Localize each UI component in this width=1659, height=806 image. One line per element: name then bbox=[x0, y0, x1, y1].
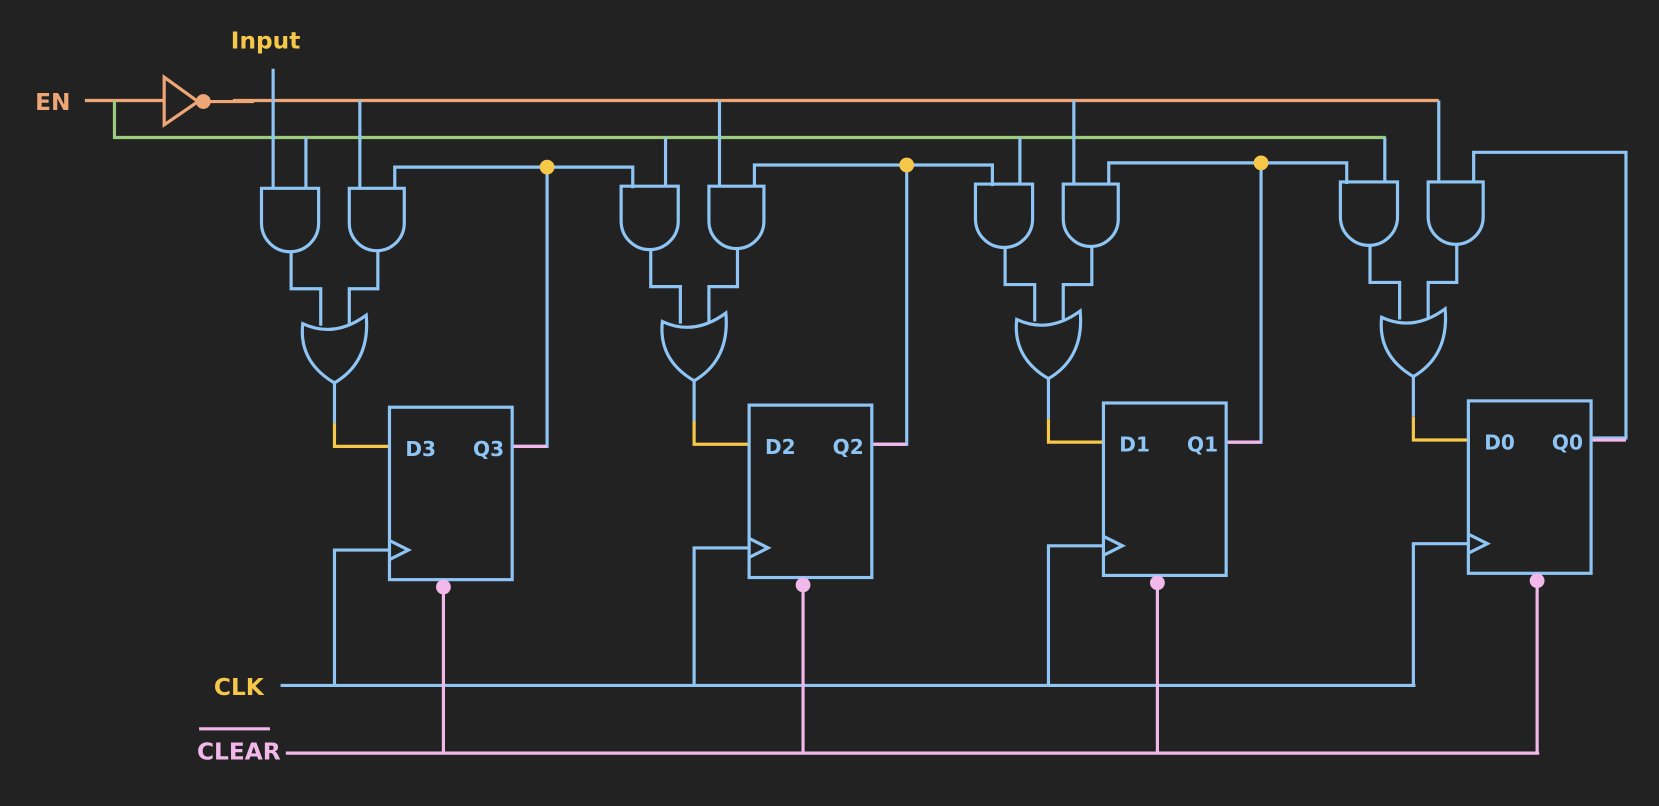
not-gate bbox=[162, 74, 201, 128]
d-flip-flop bbox=[747, 403, 874, 580]
or-gate bbox=[660, 310, 728, 383]
d-label: D1 bbox=[1119, 433, 1150, 457]
and-gate-right bbox=[1061, 182, 1120, 249]
and-to-or-wire bbox=[1061, 247, 1094, 322]
and-to-or-wire bbox=[289, 251, 323, 326]
and-to-or-wire bbox=[1426, 245, 1459, 320]
not-gate-bubble bbox=[195, 94, 211, 109]
en-bus bbox=[112, 100, 1386, 140]
clear-bubble bbox=[436, 579, 451, 595]
or-gate bbox=[300, 312, 369, 385]
d-label: D3 bbox=[405, 437, 436, 461]
d-input-wire bbox=[692, 420, 750, 446]
and-gate-left bbox=[1338, 180, 1400, 247]
clk-tap bbox=[692, 546, 750, 686]
and-to-or-wire bbox=[1368, 245, 1402, 320]
and-gate-left bbox=[259, 186, 321, 254]
d-label: D2 bbox=[765, 435, 796, 459]
q-label: Q0 bbox=[1552, 431, 1583, 455]
wires: D3 Q3 D2 Q2 D1 Q1 D0 Q0 bbox=[84, 68, 1628, 755]
q-junction-node bbox=[539, 159, 555, 175]
d-input-wire bbox=[1046, 418, 1104, 444]
q-junction-node bbox=[899, 157, 915, 173]
or-gate bbox=[1014, 308, 1083, 381]
d-label: D0 bbox=[1484, 431, 1515, 455]
clk-tap bbox=[1046, 544, 1104, 686]
en-label: EN bbox=[35, 89, 70, 116]
q-label: Q3 bbox=[473, 437, 504, 461]
d-flip-flop bbox=[387, 405, 514, 582]
and-gate-right bbox=[347, 186, 406, 253]
clk-tap bbox=[1411, 542, 1469, 686]
q-junction-node bbox=[1253, 155, 1269, 171]
d-flip-flop bbox=[1101, 401, 1228, 577]
q-label: Q1 bbox=[1187, 433, 1218, 457]
d-input-wire bbox=[1411, 416, 1469, 442]
and-to-or-wire bbox=[649, 249, 682, 324]
clock-input-triangle bbox=[388, 539, 413, 561]
and-to-or-wire bbox=[1003, 247, 1037, 322]
input-label: Input bbox=[231, 28, 301, 55]
clock-input-triangle bbox=[748, 536, 772, 559]
d-input-wire bbox=[332, 423, 390, 448]
and-gate-left bbox=[973, 182, 1035, 250]
q-shift-line bbox=[393, 165, 635, 189]
clk-label: CLK bbox=[214, 674, 265, 701]
and-gate-right bbox=[1426, 180, 1485, 246]
and-gate-left bbox=[619, 184, 680, 252]
and-gate-right bbox=[707, 184, 766, 251]
q-shift-line bbox=[752, 163, 994, 187]
or-gate bbox=[1379, 305, 1448, 379]
clear-bubble bbox=[1149, 575, 1165, 591]
d-flip-flop bbox=[1466, 399, 1593, 575]
clk-tap bbox=[332, 548, 390, 686]
q-label: Q2 bbox=[833, 435, 864, 459]
clock-input-triangle bbox=[1467, 532, 1491, 555]
q-shift-line bbox=[1107, 161, 1349, 185]
and-to-or-wire bbox=[347, 251, 380, 326]
clear-label: CLEAR bbox=[197, 738, 281, 765]
clear-bubble bbox=[795, 577, 811, 593]
q-feedback-wire bbox=[1472, 150, 1628, 440]
clear-bubble bbox=[1529, 573, 1545, 589]
and-to-or-wire bbox=[707, 249, 740, 324]
clock-input-triangle bbox=[1102, 534, 1127, 557]
